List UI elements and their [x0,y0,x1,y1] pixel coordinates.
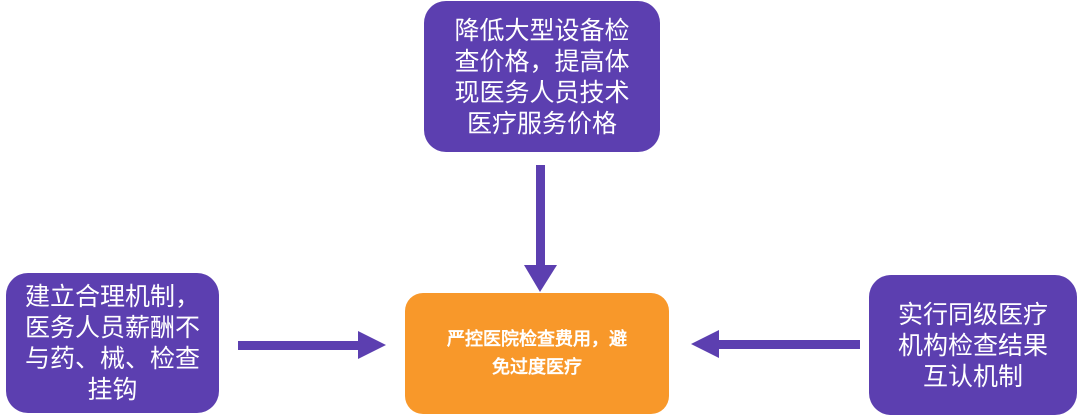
node-top-text: 降低大型设备检 查价格，提高体 现医务人员技术 医疗服务价格 [454,15,630,138]
node-center-text: 严控医院检查费用，避 免过度医疗 [447,328,627,378]
node-center-goal: 严控医院检查费用，避 免过度医疗 [405,293,669,414]
node-top-price-reform: 降低大型设备检 查价格，提高体 现医务人员技术 医疗服务价格 [424,1,660,152]
arrow-top-to-center [524,165,557,292]
node-left-text: 建立合理机制， 医务人员薪酬不 与药、械、检查 挂钩 [24,282,200,404]
arrow-right-to-center [691,330,860,358]
node-right-text: 实行同级医疗 机构检查结果 互认机制 [897,299,1048,391]
arrow-left-to-center [238,331,386,359]
node-right-mutual-recognition: 实行同级医疗 机构检查结果 互认机制 [869,275,1077,415]
node-left-compensation: 建立合理机制， 医务人员薪酬不 与药、械、检查 挂钩 [6,273,219,413]
